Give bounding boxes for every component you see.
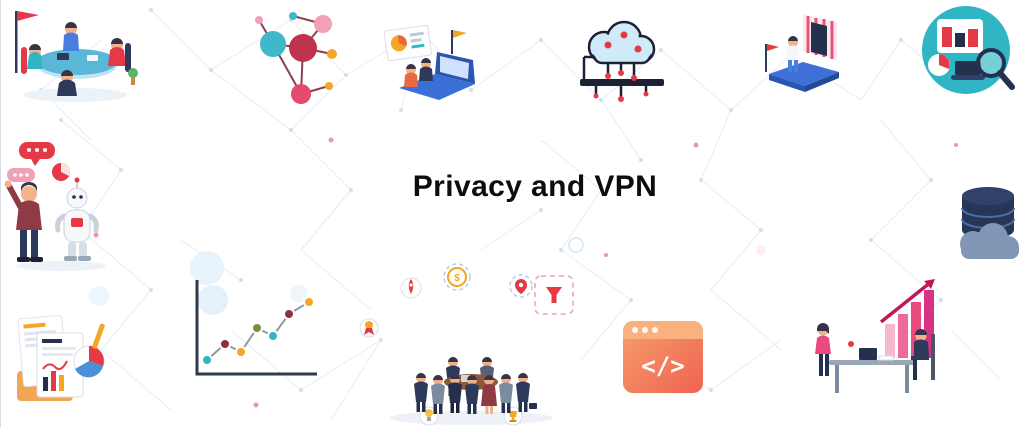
magnifier-icon: [976, 48, 1015, 90]
ai-robot-icon: [4, 142, 106, 271]
doorway-icon: [765, 14, 839, 92]
team-meeting-illustration: [9, 3, 144, 113]
growth-chart-icon: [815, 279, 935, 393]
documents-report-icon: [17, 314, 105, 401]
line-graph-icon: [195, 280, 317, 376]
analytics-dashboard-illustration: [913, 3, 1018, 103]
business-team-illustration: $: [353, 262, 588, 427]
business-team-icon: $: [359, 263, 574, 426]
ai-robot-illustration: [1, 128, 116, 278]
chat-bubble-icon: [19, 142, 55, 166]
growth-chart-illustration: [801, 272, 946, 407]
svg-text:$: $: [454, 273, 460, 284]
team-meeting-icon: [15, 11, 138, 102]
code-editor-illustration: </>: [619, 315, 707, 405]
funnel-icon: [534, 275, 574, 315]
line-graph-illustration: [181, 272, 321, 397]
pie-chart-icon: [73, 345, 105, 378]
presentation-illustration: [381, 22, 476, 112]
coin-icon: $: [443, 263, 471, 291]
code-editor-icon: </>: [623, 321, 703, 393]
code-glyph: </>: [641, 352, 684, 380]
presentation-icon: [383, 24, 475, 100]
analytics-dashboard-icon: [922, 6, 1015, 94]
network-nodes-illustration: [249, 8, 339, 118]
database-cloud-icon: [960, 187, 1019, 259]
ribbon-badge-icon: [359, 318, 379, 338]
database-cloud-illustration: [951, 178, 1024, 273]
network-nodes-icon: [255, 12, 337, 104]
robot-icon: [55, 177, 99, 261]
cloud-circuit-icon: [580, 20, 664, 102]
doorway-illustration: [751, 8, 846, 98]
rocket-icon: [400, 277, 422, 299]
page-title: Privacy and VPN: [412, 170, 658, 203]
location-pin-icon: [509, 274, 533, 298]
cloud-circuit-illustration: [566, 15, 676, 110]
documents-report-illustration: [13, 305, 108, 415]
